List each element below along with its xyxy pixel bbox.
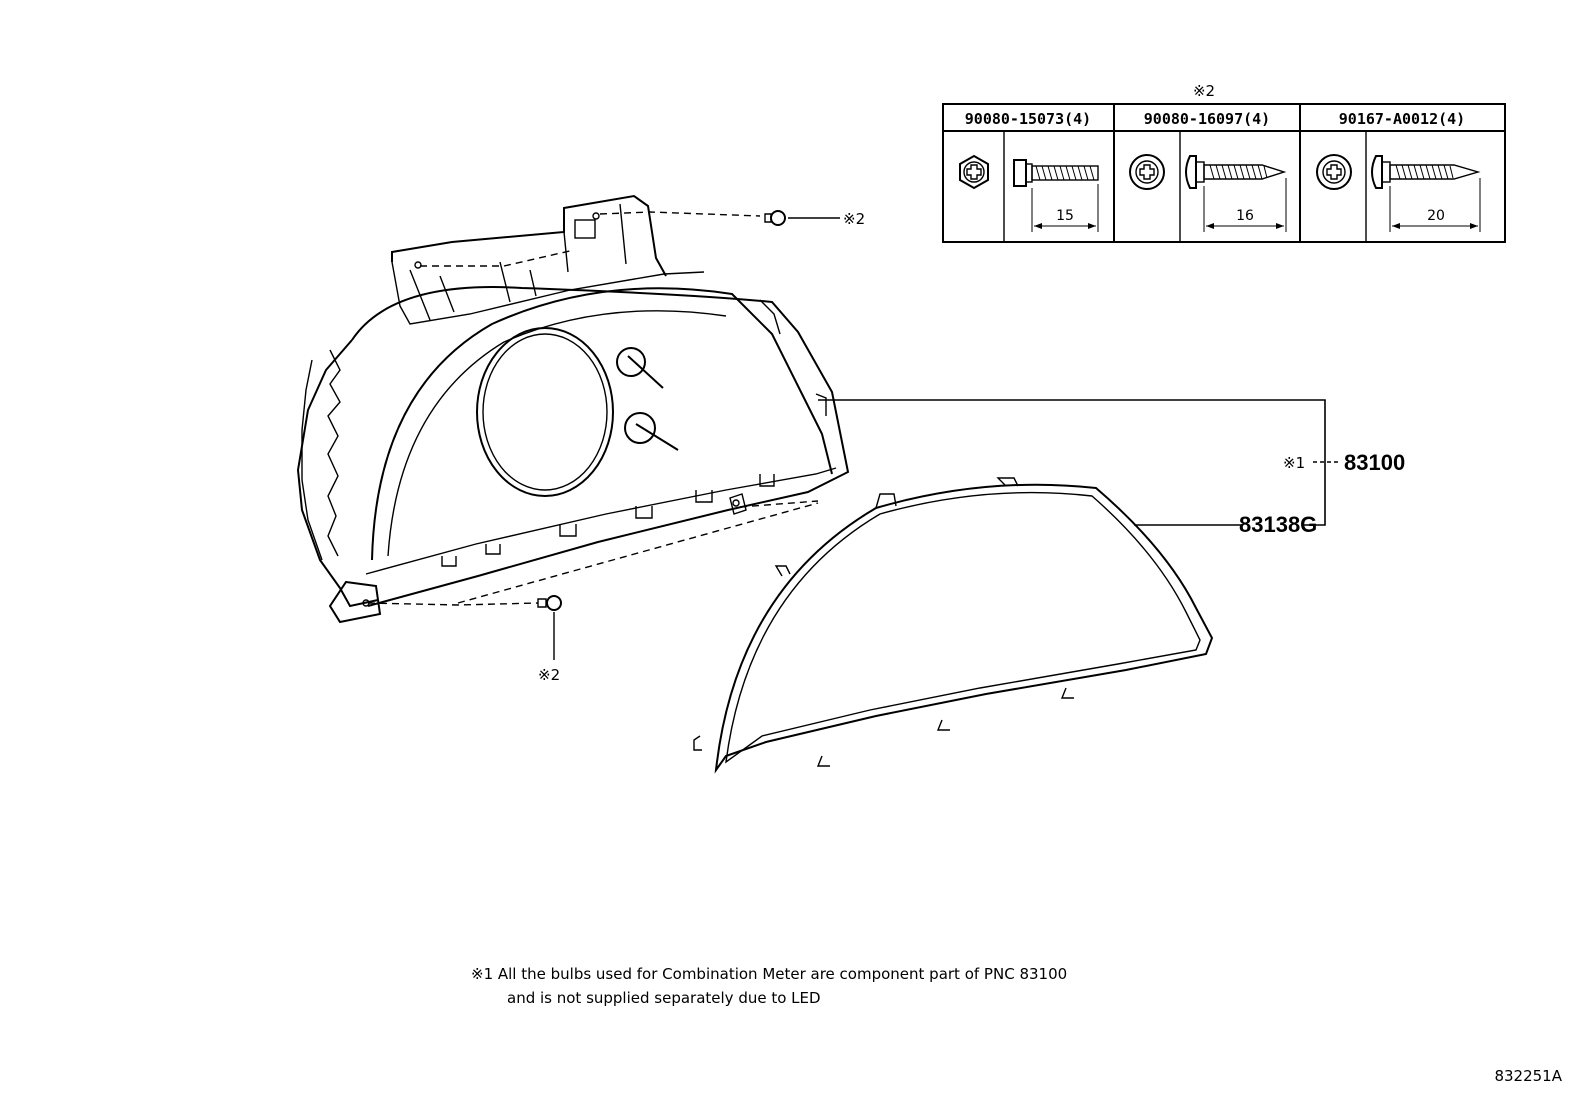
mounting-screw-bottom [367,500,819,660]
mounting-screw-top [420,210,840,267]
note1-mark: ※1 [1283,454,1305,472]
part-number-2: 90080-16097(4) [1144,110,1270,128]
screw-top-callout: ※2 [843,210,865,228]
length-label-3: 20 [1427,208,1445,224]
combination-meter-drawing [296,194,850,624]
table-note-mark: ※2 [1193,82,1215,100]
part-83138G-label: 83138G [1239,512,1317,537]
part-number-3: 90167-A0012(4) [1339,110,1465,128]
length-dimension-3: 20 [1389,178,1481,232]
part-83100-label: 83100 [1344,450,1405,475]
part-number-1: 90080-15073(4) [965,110,1091,128]
leader-lines [818,399,1340,526]
phillips-head-icon [1129,154,1165,190]
phillips-head-icon-2 [1316,154,1352,190]
length-label-1: 15 [1056,208,1074,224]
footnote-line-1: ※1 All the bulbs used for Combination Me… [471,965,1067,983]
length-dimension-2: 16 [1203,178,1287,232]
hex-head-icon [959,154,989,190]
length-dimension-1: 15 [1031,184,1099,232]
tapping-screw-side-icon-2 [1371,155,1481,189]
diagram-id: 832251A [1494,1067,1562,1085]
meter-glass-drawing [693,477,1214,774]
screw-bottom-callout: ※2 [538,666,560,684]
tapping-screw-side-icon [1185,155,1287,189]
length-label-2: 16 [1236,208,1254,224]
fastener-table: ※2 90080-15073(4) 90080-16097(4) 90167-A… [942,82,1506,243]
footnote-line-2: and is not supplied separately due to LE… [507,989,821,1007]
bolt-side-icon [1013,159,1099,187]
